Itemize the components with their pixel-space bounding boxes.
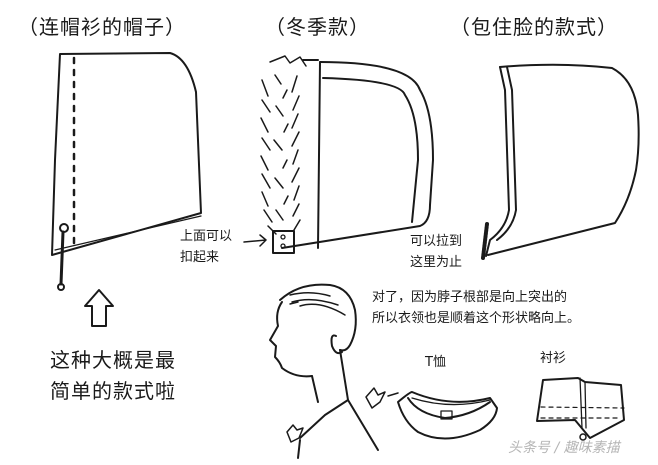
right-arrow-icon <box>243 234 267 247</box>
snap-button-note: 上面可以 扣起来 <box>180 226 232 268</box>
snap-button-note-line1: 上面可以 <box>180 229 233 244</box>
hoodie-hood-drawing <box>51 52 202 291</box>
winter-hood-drawing <box>260 55 434 254</box>
zipper-note-line1: 可以拉到 <box>410 234 463 249</box>
title-face-covering-style: （包住脸的款式） <box>450 15 618 39</box>
tshirt-collar-drawing <box>397 391 498 440</box>
title-hoodie-hood: （连帽衫的帽子） <box>18 15 186 39</box>
neck-explanation: 对了，因为脖子根部是向上突出的 所以衣领也是顺着这个形状略向上。 <box>372 287 580 329</box>
man-profile-drawing <box>269 283 379 459</box>
neck-arrow-icon <box>365 387 386 409</box>
shirt-label: 衬衫 <box>540 351 567 366</box>
neck-explanation-line1: 对了，因为脖子根部是向上突出的 <box>372 290 568 305</box>
face-covering-hood-drawing <box>481 63 640 260</box>
watermark: 头条号 / 趣味素描 <box>508 440 620 456</box>
tshirt-label: T恤 <box>425 355 446 370</box>
simplest-style-line1: 这种大概是最 <box>50 348 176 372</box>
neck-explanation-line2: 所以衣领也是顺着这个形状略向上。 <box>372 311 581 326</box>
title-winter-style: （冬季款） <box>265 15 370 39</box>
collar-arrow-icon <box>286 424 304 443</box>
zipper-note-line2: 这里为止 <box>410 255 463 270</box>
simplest-style-note: 这种大概是最 简单的款式啦 <box>50 345 176 407</box>
simplest-style-line2: 简单的款式啦 <box>50 379 176 403</box>
snap-button-note-line2: 扣起来 <box>180 250 220 265</box>
shirt-collar-drawing <box>536 377 625 441</box>
up-arrow-icon <box>84 289 114 327</box>
zipper-note: 可以拉到 这里为止 <box>410 231 462 273</box>
